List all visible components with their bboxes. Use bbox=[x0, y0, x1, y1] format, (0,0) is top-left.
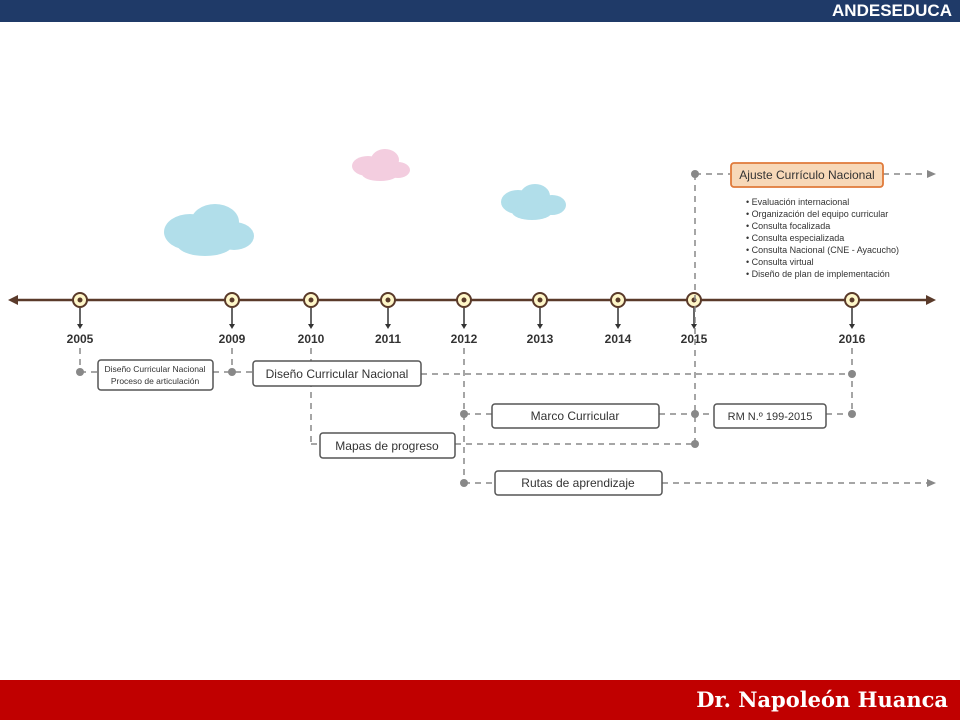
ajuste-list-item: • Organización del equipo curricular bbox=[746, 209, 888, 219]
box-dcn-2005-line1: Diseño Curricular Nacional bbox=[104, 364, 205, 374]
year-markers bbox=[72, 292, 860, 329]
left-arrow-icon bbox=[8, 295, 18, 305]
box-dcn-2005-line2: Proceso de articulación bbox=[111, 376, 200, 386]
ajuste-list-item: • Consulta focalizada bbox=[746, 221, 830, 231]
year-label: 2013 bbox=[527, 332, 554, 346]
year-label: 2009 bbox=[219, 332, 246, 346]
box-marco-label: Marco Curricular bbox=[531, 409, 620, 423]
year-tick-arrow-icon bbox=[385, 324, 391, 329]
year-label: 2005 bbox=[67, 332, 94, 346]
year-tick-arrow-icon bbox=[849, 324, 855, 329]
year-tick-arrow-icon bbox=[537, 324, 543, 329]
box-mapas: Mapas de progreso bbox=[319, 432, 456, 459]
year-marker-dot bbox=[308, 297, 314, 303]
box-rm: RM N.º 199-2015 bbox=[713, 403, 827, 429]
year-tick-arrow-icon bbox=[615, 324, 621, 329]
box-ajuste: Ajuste Currículo Nacional bbox=[730, 162, 884, 188]
year-label: 2015 bbox=[681, 332, 708, 346]
year-label: 2014 bbox=[605, 332, 632, 346]
arrow-right-icon bbox=[927, 479, 936, 487]
year-tick-arrow-icon bbox=[461, 324, 467, 329]
year-tick-arrow-icon bbox=[77, 324, 83, 329]
box-marco-curricular: Marco Curricular bbox=[491, 403, 660, 429]
year-marker-dot bbox=[461, 297, 467, 303]
box-dcn-2009: Diseño Curricular Nacional bbox=[252, 360, 422, 387]
cloud-pink bbox=[352, 149, 410, 181]
ajuste-list-item: • Consulta Nacional (CNE - Ayacucho) bbox=[746, 245, 899, 255]
footer-bar: Dr. Napoleón Huanca bbox=[0, 680, 960, 720]
cloud-blue-right bbox=[501, 184, 566, 220]
year-marker-dot bbox=[849, 297, 855, 303]
year-tick-arrow-icon bbox=[308, 324, 314, 329]
year-label: 2016 bbox=[839, 332, 866, 346]
footer-author: Dr. Napoleón Huanca bbox=[696, 687, 948, 712]
year-label: 2010 bbox=[298, 332, 325, 346]
box-dcn-2009-label: Diseño Curricular Nacional bbox=[266, 367, 409, 381]
box-mapas-label: Mapas de progreso bbox=[335, 439, 439, 453]
timeline-diagram: 2005 2009 2010 2011 2012 2013 2014 2015 … bbox=[8, 149, 936, 496]
box-rm-label: RM N.º 199-2015 bbox=[728, 411, 813, 423]
ajuste-list-item: • Consulta virtual bbox=[746, 257, 814, 267]
year-tick-arrow-icon bbox=[229, 324, 235, 329]
year-marker-dot bbox=[615, 297, 621, 303]
year-label: 2011 bbox=[375, 332, 401, 346]
ajuste-list: • Evaluación internacional • Organizació… bbox=[746, 197, 899, 279]
year-marker-dot bbox=[385, 297, 391, 303]
connector-dots bbox=[76, 170, 856, 487]
ajuste-list-item: • Consulta especializada bbox=[746, 233, 844, 243]
ajuste-list-item: • Diseño de plan de implementación bbox=[746, 269, 890, 279]
year-marker-dot bbox=[229, 297, 235, 303]
year-tick-arrow-icon bbox=[691, 324, 697, 329]
year-marker-dot bbox=[537, 297, 543, 303]
box-ajuste-label: Ajuste Currículo Nacional bbox=[739, 168, 874, 182]
year-label: 2012 bbox=[451, 332, 478, 346]
ajuste-list-item: • Evaluación internacional bbox=[746, 197, 849, 207]
header-title: ANDESEDUCA bbox=[832, 1, 952, 20]
year-labels: 2005 2009 2010 2011 2012 2013 2014 2015 … bbox=[67, 332, 866, 346]
cloud-blue-left bbox=[164, 204, 254, 256]
box-rutas: Rutas de aprendizaje bbox=[494, 470, 663, 496]
box-rutas-label: Rutas de aprendizaje bbox=[521, 476, 635, 490]
box-dcn-2005: Diseño Curricular Nacional Proceso de ar… bbox=[97, 359, 214, 391]
arrow-right-icon bbox=[927, 170, 936, 178]
header-bar: ANDESEDUCA bbox=[0, 0, 960, 22]
year-marker-dot bbox=[77, 297, 83, 303]
right-arrow-icon bbox=[926, 295, 936, 305]
